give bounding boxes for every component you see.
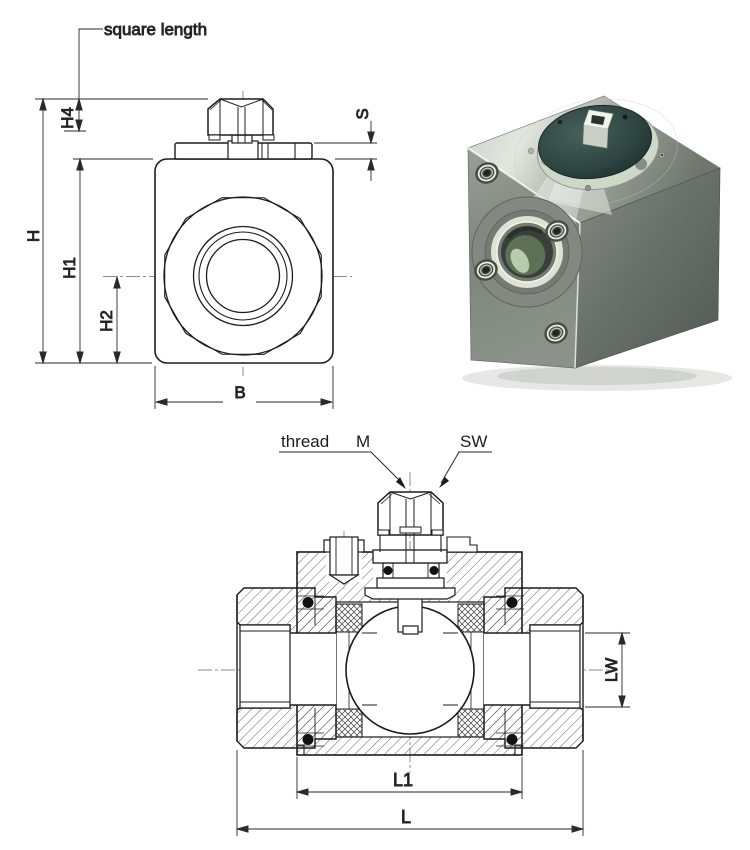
s-label: S bbox=[353, 108, 372, 119]
b-label: B bbox=[234, 383, 245, 402]
dimension-h2: H2 bbox=[97, 275, 121, 365]
l1-label: L1 bbox=[393, 770, 413, 790]
square-length-label: square length bbox=[104, 20, 207, 39]
section-callouts: thread M SW bbox=[279, 432, 492, 489]
dimension-h: H bbox=[24, 97, 47, 365]
dimension-lw: LW bbox=[585, 631, 630, 709]
stem-lower-square bbox=[397, 595, 423, 635]
top-face-dimples bbox=[528, 148, 666, 191]
h4-label: H4 bbox=[58, 107, 77, 129]
product-photo bbox=[462, 95, 732, 391]
photo-shadow-inner bbox=[497, 367, 697, 385]
section-view-drawing: thread M SW LW L1 bbox=[198, 432, 630, 836]
front-view-drawing: square length H H4 H1 bbox=[24, 20, 377, 409]
photo-shadow bbox=[462, 365, 732, 391]
l-label: L bbox=[401, 807, 411, 827]
dimension-l: L bbox=[235, 750, 585, 836]
section-dimensions: LW L1 L bbox=[235, 631, 630, 836]
port-face bbox=[163, 196, 323, 356]
thread-label: thread bbox=[281, 432, 329, 451]
stem-gland-stack bbox=[364, 549, 456, 600]
o-ring-seals bbox=[296, 595, 524, 747]
valve-body-outline bbox=[154, 158, 334, 364]
dimension-h1: H1 bbox=[60, 157, 84, 365]
thread-size-label: M bbox=[356, 432, 370, 451]
dimension-h4: H4 bbox=[58, 97, 83, 133]
h-label: H bbox=[24, 230, 43, 242]
front-view-dimensions: square length H H4 H1 bbox=[24, 20, 377, 409]
dimension-l1: L1 bbox=[295, 757, 524, 799]
mounting-holes bbox=[474, 162, 569, 344]
lw-label: LW bbox=[602, 658, 621, 682]
machining-ring bbox=[514, 98, 678, 206]
ball-bore-edges bbox=[362, 632, 458, 706]
h1-label: H1 bbox=[60, 257, 79, 279]
flange-plate bbox=[174, 140, 313, 160]
dimension-s: S bbox=[353, 108, 375, 181]
flange-screw-hole bbox=[622, 114, 628, 120]
flange-screw-hole bbox=[557, 119, 563, 125]
dimension-b: B bbox=[154, 383, 334, 406]
callout-square-length: square length bbox=[78, 20, 207, 131]
h2-label: H2 bbox=[97, 310, 116, 332]
stem-and-nut bbox=[207, 98, 275, 144]
stem-hex-nut bbox=[377, 491, 444, 563]
top-flange-disc bbox=[536, 104, 660, 191]
square-stem-boss bbox=[582, 109, 614, 149]
vent-plug bbox=[323, 536, 365, 585]
wrench-size-label: SW bbox=[460, 432, 487, 451]
flange-corner-piece bbox=[446, 536, 478, 553]
